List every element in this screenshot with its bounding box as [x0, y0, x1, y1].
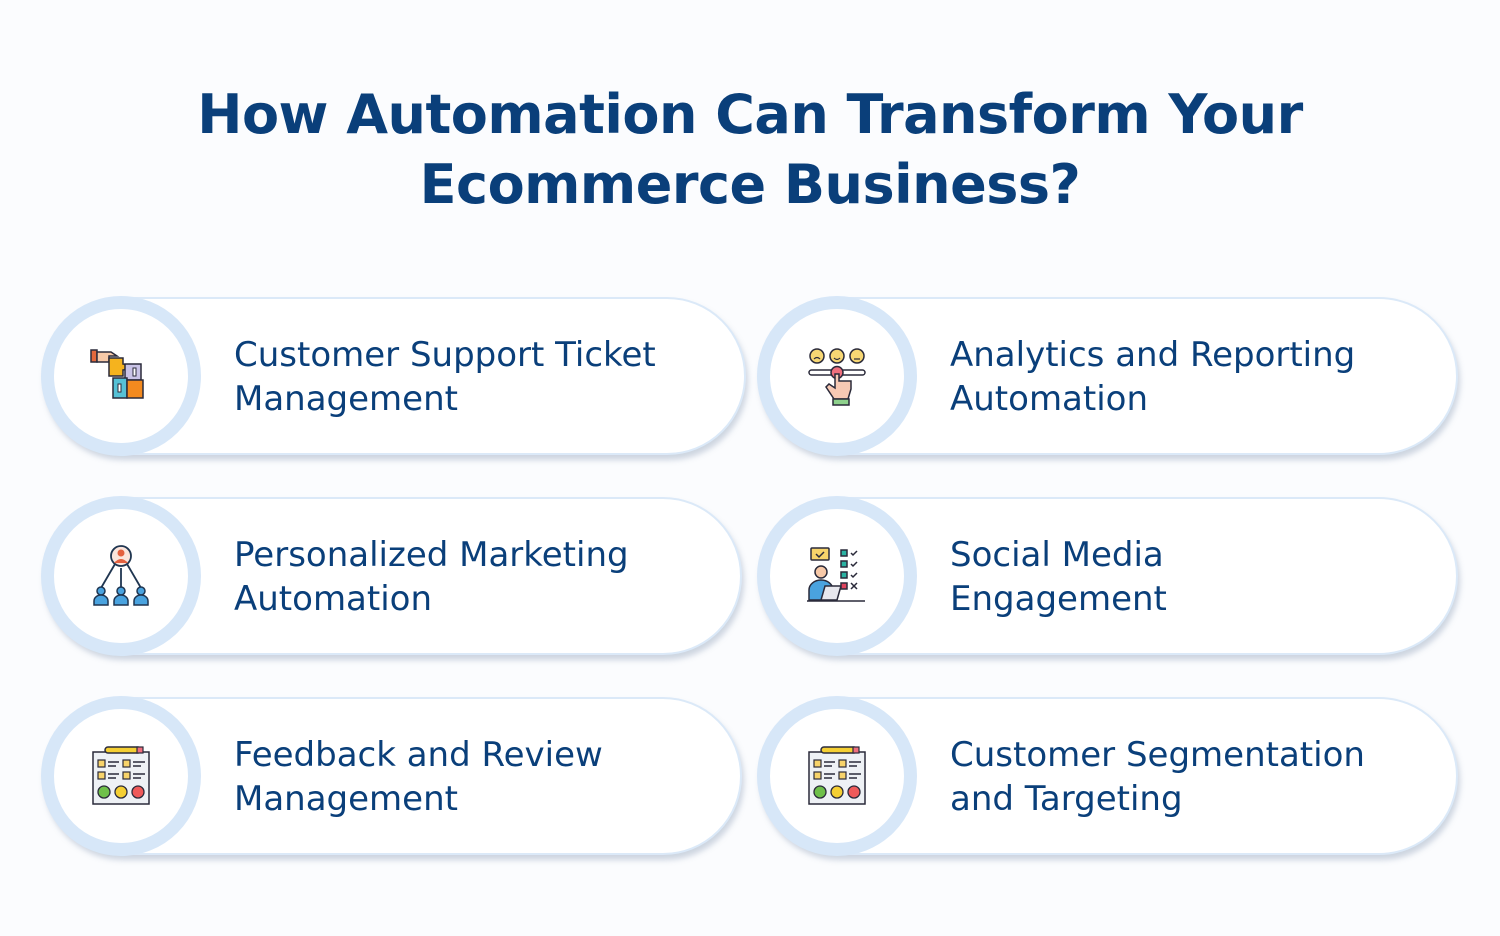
card-personalized-marketing: Personalized Marketing Automation [41, 496, 742, 656]
checklist-person-icon [807, 547, 865, 602]
card-analytics-reporting: Analytics and Reporting Automation [757, 296, 1458, 456]
card-social-media: Social Media Engagement [757, 496, 1458, 656]
card-label: Analytics and Reporting Automation [950, 335, 1356, 419]
icon-ring [757, 496, 917, 656]
feedback-form-icon [92, 746, 150, 805]
card-label: Feedback and Review Management [234, 735, 603, 819]
rating-slider-icon [808, 348, 866, 406]
audience-network-icon [93, 545, 149, 606]
card-label: Customer Segmentation and Targeting [950, 735, 1365, 819]
card-customer-segmentation: Customer Segmentation and Targeting [757, 696, 1458, 856]
icon-ring [41, 496, 201, 656]
card-label: Customer Support Ticket Management [234, 335, 656, 419]
icon-ring [41, 296, 201, 456]
page-title: How Automation Can Transform Your Ecomme… [0, 80, 1500, 220]
card-label: Personalized Marketing Automation [234, 535, 629, 619]
title-line-1: How Automation Can Transform Your [197, 83, 1303, 146]
icon-ring [757, 696, 917, 856]
title-line-2: Ecommerce Business? [419, 153, 1081, 216]
icon-ring [757, 296, 917, 456]
puzzle-hand-icon [90, 349, 144, 399]
feedback-form-icon [808, 746, 866, 805]
card-label: Social Media Engagement [950, 535, 1167, 619]
icon-ring [41, 696, 201, 856]
card-feedback-review: Feedback and Review Management [41, 696, 742, 856]
card-customer-support: Customer Support Ticket Management [41, 296, 746, 456]
